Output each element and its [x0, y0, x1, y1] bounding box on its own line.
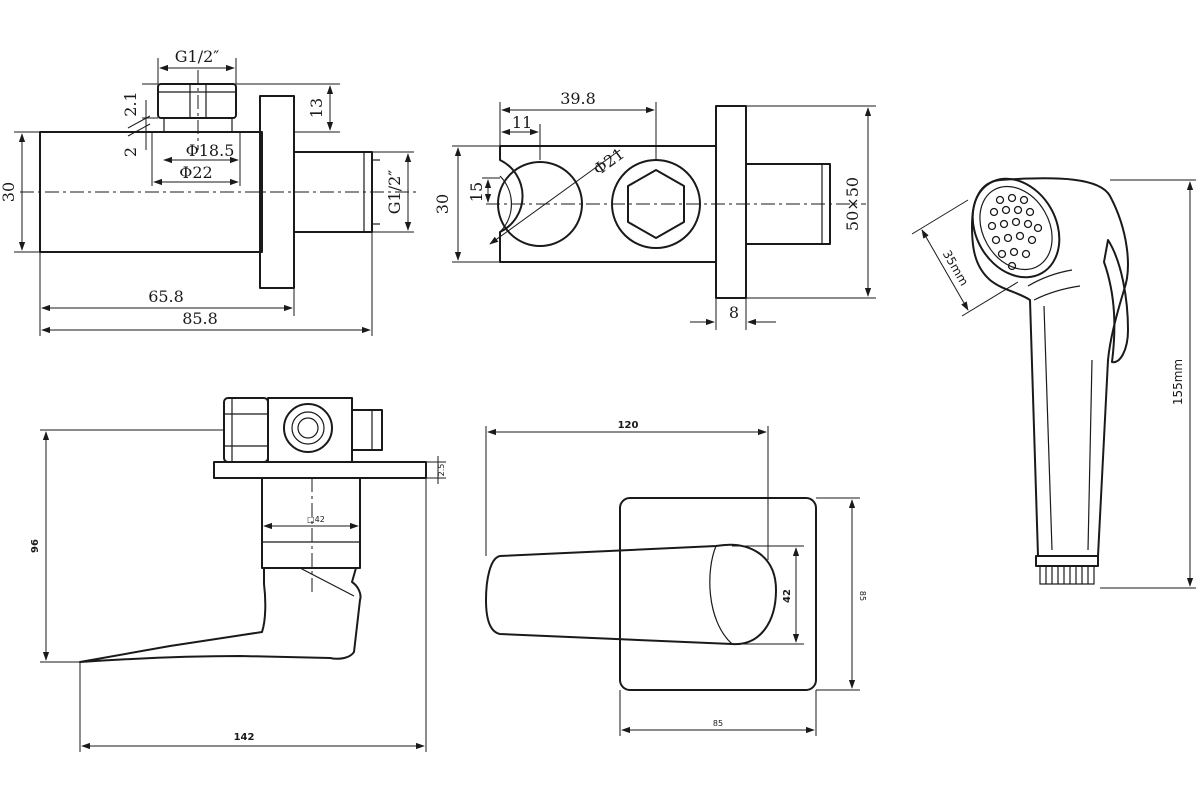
mixer-side-view: 96 2.5 □42 142 [30, 397, 446, 752]
nozzle-holes [987, 193, 1043, 271]
dim-50x50: 50×50 [843, 177, 862, 231]
dim-155mm: 155mm [1171, 359, 1185, 405]
mixer-front-lever [485, 543, 777, 646]
dim-30: 30 [0, 182, 18, 202]
dim-13: 13 [307, 98, 326, 118]
hex-socket [627, 169, 685, 239]
trigger-lever [1103, 239, 1129, 364]
hand-shower-view: 35mm 155mm [911, 177, 1196, 589]
mixer-escutcheon [619, 497, 817, 691]
dim-2-1: 2.1 [121, 91, 140, 116]
dim-front-30: 30 [433, 194, 452, 214]
dia-22: Φ22 [179, 163, 212, 182]
dim-sq42: □42 [307, 515, 325, 524]
thread-right-label: G1/2″ [385, 170, 404, 215]
valve-side-view: G1/2″ 2.1 2 13 Φ18.5 Φ22 30 G1/2″ [0, 47, 420, 336]
dim-2-5: 2.5 [437, 464, 446, 477]
hose-connector [1035, 555, 1099, 567]
dia-21: Φ21 [590, 144, 628, 179]
dim-39-8: 39.8 [560, 89, 596, 108]
spray-face [971, 177, 1061, 279]
dim-65-8: 65.8 [148, 287, 184, 306]
dim-96: 96 [30, 539, 41, 553]
shower-body-outline [971, 177, 1129, 557]
valve-front-view: 39.8 11 Φ21 30 15 50×50 8 [433, 89, 876, 330]
dim-85-vertical: 85 [858, 591, 867, 601]
dim-11: 11 [512, 113, 532, 132]
valve-inlet-nut [157, 83, 237, 119]
dim-15: 15 [467, 182, 486, 202]
dim-8: 8 [729, 303, 739, 322]
dim-2: 2 [121, 147, 140, 157]
mixer-valve-block [223, 397, 383, 463]
dim-142: 142 [234, 732, 255, 743]
dim-85-8: 85.8 [182, 309, 218, 328]
dim-35mm: 35mm [940, 248, 971, 288]
mixer-lever [79, 567, 362, 663]
thread-top-label: G1/2″ [175, 47, 220, 66]
dia-18-5: Φ18.5 [186, 141, 235, 160]
connector-thread [1039, 565, 1095, 585]
mixer-front-view: 120 42 85 85 [485, 420, 867, 736]
dim-120: 120 [618, 420, 639, 431]
mixer-plate [213, 461, 427, 479]
dim-85-horizontal: 85 [713, 719, 723, 728]
dim-42: 42 [782, 589, 793, 603]
valve-front-flange [715, 105, 747, 299]
